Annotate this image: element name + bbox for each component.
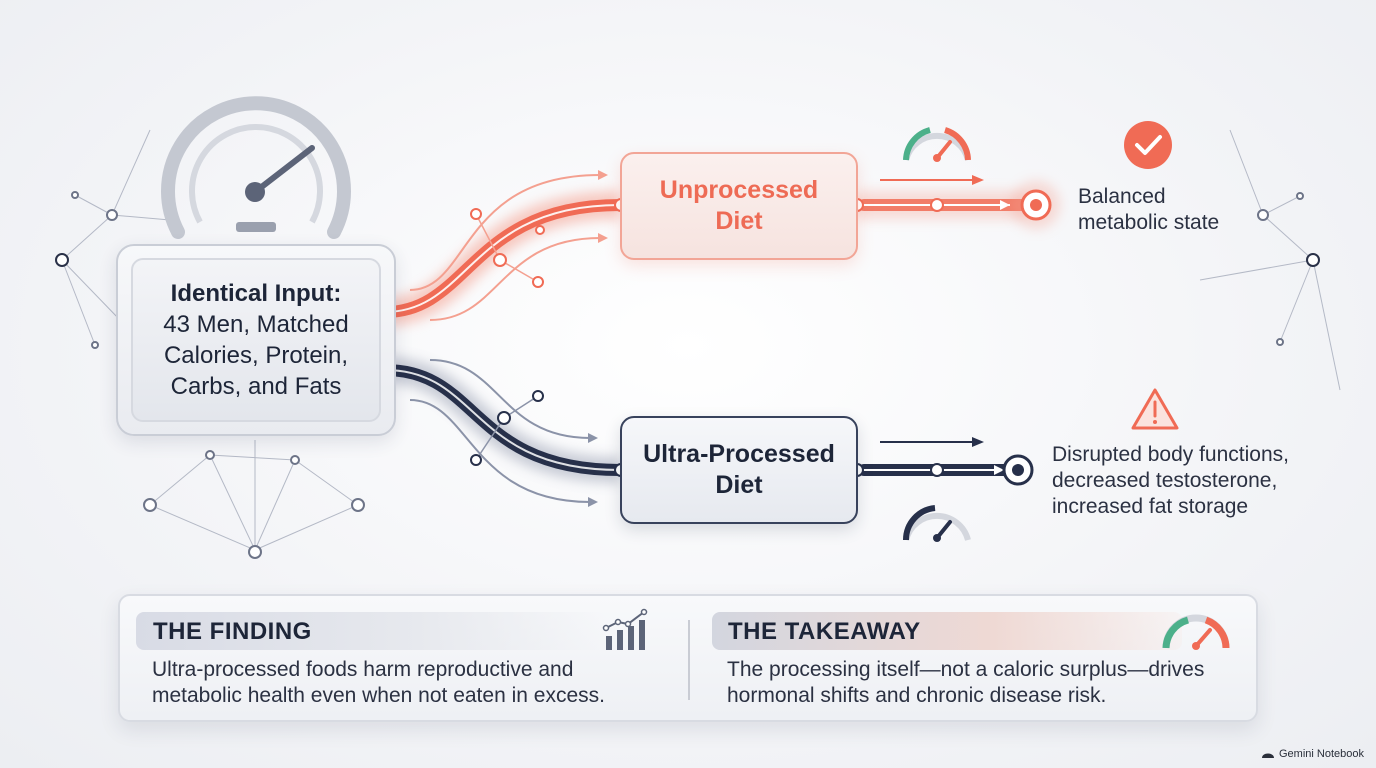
ultra-processed-diet-box: Ultra-Processed Diet — [620, 416, 858, 524]
outcome-line: metabolic state — [1078, 211, 1220, 234]
unprocessed-outcome: Balanced metabolic state — [1078, 184, 1219, 236]
summary-divider — [688, 620, 690, 700]
takeaway-line: The processing itself—not a caloric surp… — [727, 658, 1205, 681]
watermark-text: Gemini Notebook — [1279, 748, 1364, 760]
unprocessed-diet-box: Unprocessed Diet — [620, 152, 858, 260]
input-line: Calories, Protein, — [163, 342, 349, 369]
logo-icon — [1262, 753, 1274, 758]
finding-line: metabolic health even when not eaten in … — [152, 684, 605, 707]
outcome-line: decreased testosterone, — [1052, 469, 1278, 492]
bar-chart-icon — [602, 608, 648, 650]
ultra-processed-outcome: Disrupted body functions, decreased test… — [1052, 442, 1289, 520]
input-box-content: Identical Input: 43 Men, Matched Calorie… — [131, 258, 381, 422]
finding-header-band — [136, 612, 606, 650]
input-title: Identical Input: — [170, 280, 342, 307]
outcome-line: Balanced — [1078, 185, 1166, 208]
check-circle-icon — [1124, 121, 1172, 169]
outcome-line: Disrupted body functions, — [1052, 443, 1289, 466]
watermark: Gemini Notebook — [1261, 748, 1364, 760]
takeaway-text: The processing itself—not a caloric surp… — [727, 657, 1247, 709]
ultra-processed-path — [378, 357, 1034, 507]
outcome-line: increased fat storage — [1052, 495, 1249, 518]
finding-title: THE FINDING — [153, 618, 312, 645]
left-network-decoration — [61, 129, 359, 551]
takeaway-line: hormonal shifts and chronic disease risk… — [727, 684, 1107, 707]
warning-triangle-icon — [1131, 388, 1179, 430]
speedometer-icon — [161, 96, 351, 239]
finding-text: Ultra-processed foods harm reproductive … — [152, 657, 672, 709]
input-line: Carbs, and Fats — [170, 373, 342, 400]
gauge-icon — [1162, 614, 1230, 650]
right-network-decoration — [1199, 129, 1341, 391]
unprocessed-label-line: Diet — [715, 207, 763, 235]
unprocessed-label-line: Unprocessed — [659, 176, 819, 204]
low-gauge-icon — [902, 505, 971, 542]
unprocessed-path — [378, 170, 1060, 326]
right-network-nodes — [1257, 192, 1320, 346]
ultra-processed-label-line: Diet — [715, 471, 763, 499]
healthy-gauge-icon — [903, 127, 971, 162]
left-network-nodes — [55, 191, 365, 559]
finding-line: Ultra-processed foods harm reproductive … — [152, 658, 574, 681]
input-line: 43 Men, Matched — [163, 311, 349, 338]
takeaway-header-band — [712, 612, 1182, 650]
ultra-processed-label-line: Ultra-Processed — [643, 440, 835, 468]
takeaway-title: THE TAKEAWAY — [728, 618, 921, 645]
input-box: Identical Input: 43 Men, Matched Calorie… — [116, 244, 396, 436]
